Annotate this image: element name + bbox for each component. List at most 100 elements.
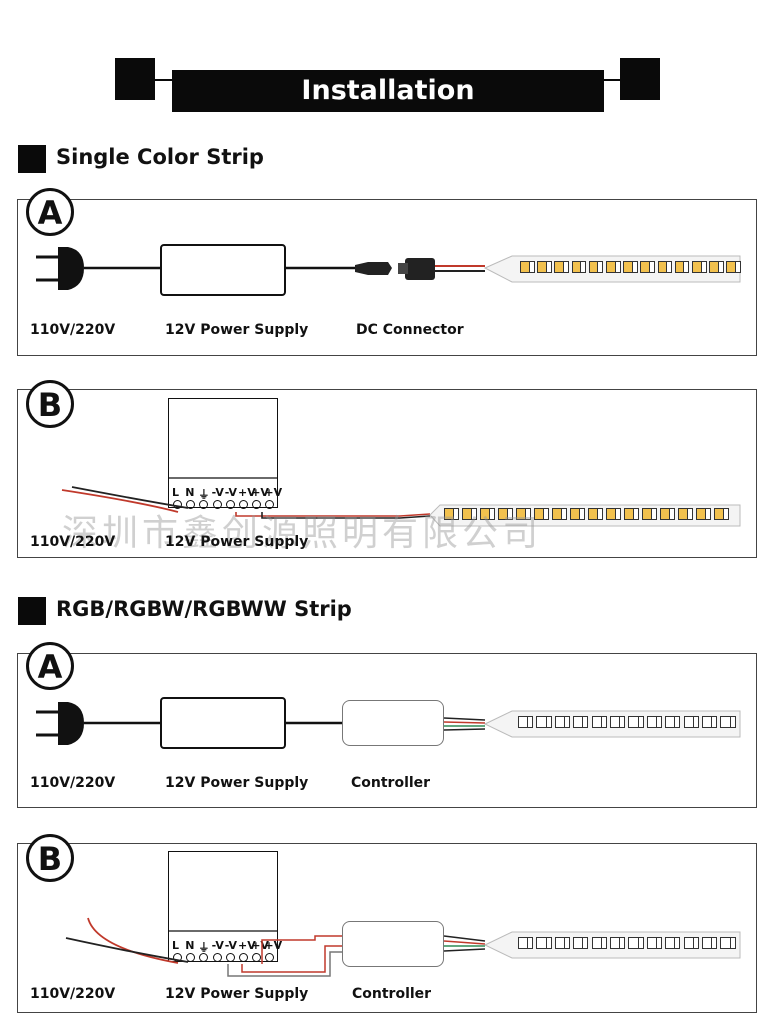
terminal-screw-icon [265,953,275,962]
led-chip-icon [561,508,567,520]
led-chip-icon [735,261,741,273]
terminal-screw-icon [199,500,209,509]
terminal-screw-icon [199,953,209,962]
led-chip-icon [525,508,531,520]
terminal-label: ⏚ [198,941,210,954]
panel-letter-b: B [26,834,74,882]
label-power-supply: 12V Power Supply [165,775,309,791]
led-chip-icon [619,716,626,728]
led-chip-icon [674,937,681,949]
led-chip-icon [723,508,729,520]
terminal-screw-icon [186,953,196,962]
led-chip-icon [687,508,693,520]
led-chip-icon [669,508,675,520]
section-marker-rgb [18,597,46,625]
page-title: Installation [301,75,475,106]
led-chip-icon [705,508,711,520]
power-supply-box [160,697,286,749]
led-chip-icon [563,261,569,273]
banner-square-left [115,58,155,100]
label-power-supply: 12V Power Supply [165,322,309,338]
led-chip-icon [692,716,699,728]
terminal-screw-icon [225,500,235,509]
led-chip-icon [580,261,587,273]
terminal-label: -V [211,939,224,952]
banner-square-right [620,58,660,100]
terminal-label: L [172,939,180,952]
label-power-supply: 12V Power Supply [165,534,309,550]
led-chip-icon [471,508,477,520]
dc-connector-icon [355,258,485,280]
led-chip-icon [717,261,724,273]
terminal-screw-icon [225,953,235,962]
led-chip-icon [637,716,644,728]
terminal-screw-icon [186,500,196,509]
terminal-label: +V [238,939,256,952]
label-mains: 110V/220V [30,534,116,550]
label-dc-connector: DC Connector [356,322,464,338]
controller-box [342,700,444,746]
terminal-screw-icon [173,953,182,962]
terminal-screw-icon [265,500,275,509]
led-chip-icon [507,508,513,520]
led-chip-icon [651,508,657,520]
plug-icon [36,247,84,290]
led-chip-icon [543,508,549,520]
power-supply-unit [168,851,278,962]
led-chip-icon [631,261,638,273]
led-chip-icon [633,508,639,520]
led-chip-icon [614,261,621,273]
led-chip-icon [656,937,662,949]
led-chip-icon [649,261,655,273]
terminal-screw-icon [239,500,248,509]
led-chip-icon [615,508,621,520]
terminal-label: N [185,486,195,499]
led-chip-icon [729,716,736,728]
label-controller: Controller [352,986,432,1002]
terminal-label: N [185,939,195,952]
terminal-label: -V [224,486,238,499]
led-chip-icon [711,937,718,949]
led-chip-icon [579,508,585,520]
terminal-screw-icon [252,500,262,509]
led-chip-icon [656,716,662,728]
label-controller: Controller [351,775,431,791]
power-supply-box [160,244,286,296]
led-chip-icon [637,937,644,949]
led-chip-icon [600,937,607,949]
led-chip-icon [597,261,604,273]
terminal-label: +V [251,486,269,499]
banner-line-right [600,79,622,81]
led-chip-icon [453,508,459,520]
controller-box [342,921,444,967]
label-mains: 110V/220V [30,322,116,338]
led-chip-icon [489,508,495,520]
led-chip-icon [729,937,736,949]
led-chip-icon [527,716,534,728]
panel-letter-a: A [26,188,74,236]
led-chip-icon [528,261,535,273]
led-chip-icon [597,508,603,520]
terminal-label: +V [238,486,256,499]
terminal-label: +V [264,939,283,952]
led-chip-icon [582,716,589,728]
terminal-label: -V [211,486,224,499]
terminal-label: +V [264,486,283,499]
led-chip-icon [527,937,534,949]
section-title-rgb: RGB/RGBW/RGBWW Strip [56,597,352,621]
led-chip-icon [674,716,681,728]
led-chip-icon [545,716,552,728]
led-chip-icon [564,937,570,949]
led-chip-icon [700,261,707,273]
led-chip-icon [600,716,607,728]
led-chip-icon [619,937,626,949]
panel-letter-b: B [26,380,74,428]
diagram-panel-single-b [17,389,757,558]
banner-line-left [155,79,175,81]
label-power-supply: 12V Power Supply [165,986,309,1002]
led-chip-icon [545,261,552,273]
led-chip-icon [564,716,570,728]
terminal-screw-icon [239,953,248,962]
label-mains: 110V/220V [30,986,116,1002]
